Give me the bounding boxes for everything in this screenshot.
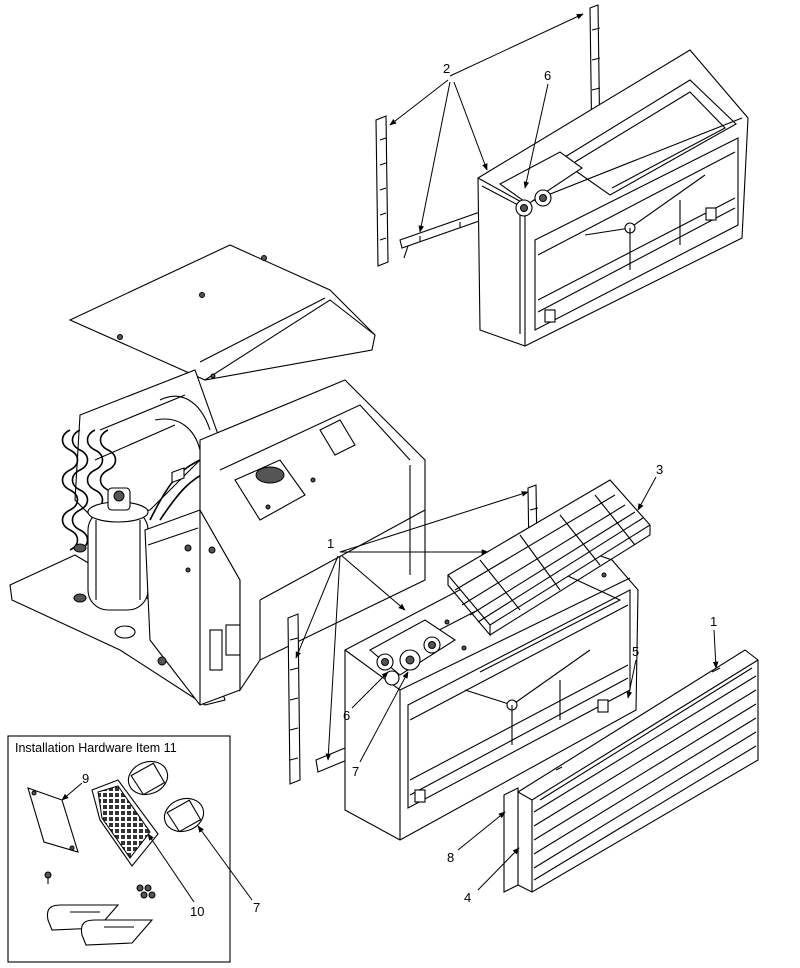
inset-frame (7, 735, 231, 963)
chassis-base-unit (9, 369, 426, 706)
callout-8: 8 (447, 850, 454, 865)
callout-7-inset: 7 (253, 900, 260, 915)
callout-6-upper: 6 (544, 68, 551, 83)
chassis-top-cover (68, 244, 376, 381)
installation-hardware-inset: Installation Hardware Item 11 (7, 735, 231, 963)
callout-5: 5 (632, 644, 639, 659)
control-knob-upper (127, 760, 169, 796)
callout-6-lower: 6 (343, 708, 350, 723)
control-knob-lower (163, 797, 205, 833)
callout-1-grille: 1 (710, 614, 717, 629)
filter-grille (447, 479, 651, 637)
leader-lines (61, 13, 719, 903)
front-grille (503, 649, 759, 893)
inset-title: Installation Hardware Item 11 (15, 741, 177, 755)
callout-10: 10 (190, 904, 204, 919)
mesh-grille (91, 779, 159, 867)
callout-4: 4 (464, 890, 471, 905)
callout-labels: 2 6 3 1 1 5 6 7 8 4 9 10 7 (82, 61, 717, 919)
callout-3: 3 (656, 462, 663, 477)
cover-plate (27, 787, 79, 853)
callout-7-lower: 7 (352, 764, 359, 779)
coil-tubing (61, 429, 117, 551)
compressor (73, 487, 149, 639)
callout-1-cabinet: 1 (327, 536, 334, 551)
lower-cabinet-assembly (287, 479, 759, 893)
mounting-brackets (46, 904, 154, 946)
upper-cabinet-assembly (375, 4, 749, 347)
callout-9: 9 (82, 771, 89, 786)
callout-2: 2 (443, 61, 450, 76)
screws (44, 871, 156, 899)
